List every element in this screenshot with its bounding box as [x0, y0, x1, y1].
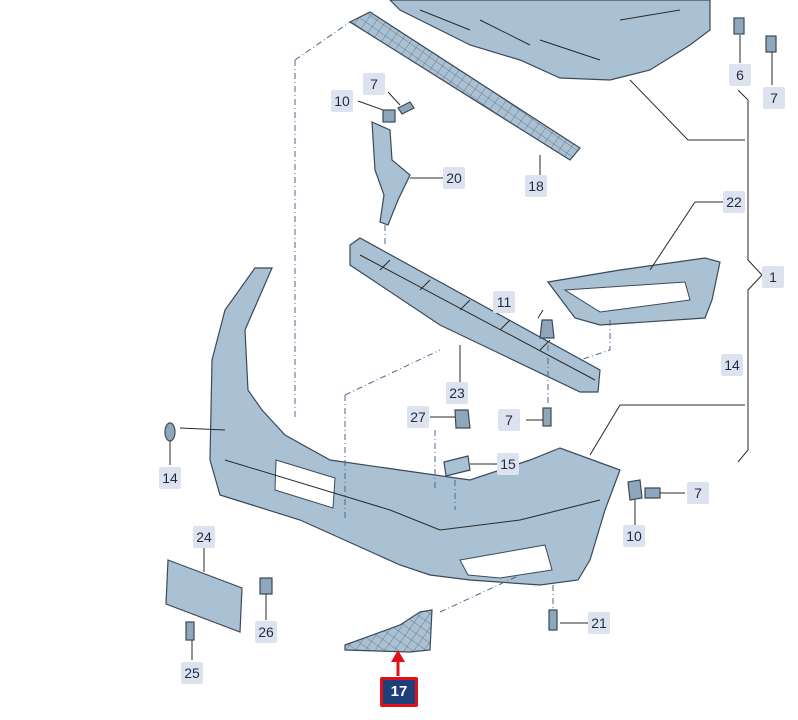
- plate-holder-part-24: [165, 559, 243, 633]
- callout-15[interactable]: 15: [497, 453, 519, 475]
- leader-line-22: [649, 201, 725, 271]
- reinforcement-part-23: [349, 237, 601, 393]
- carrier-detail: [419, 9, 681, 61]
- callout-18[interactable]: 18: [525, 175, 547, 197]
- grille-insert-part-17: [344, 609, 433, 653]
- callout-26[interactable]: 26: [255, 621, 277, 643]
- bolt-part-7-top: [765, 35, 777, 53]
- bolt-part-21: [548, 609, 558, 631]
- leader-line-11: [537, 309, 544, 319]
- callout-14[interactable]: 14: [721, 354, 743, 376]
- highlight-arrow-head: [391, 650, 405, 662]
- assembly-line: [344, 349, 441, 396]
- callout-7[interactable]: 7: [363, 73, 385, 95]
- callout-22[interactable]: 22: [723, 191, 745, 213]
- bumper-crease: [224, 459, 601, 531]
- bracket-part-20: [371, 121, 411, 226]
- callout-17-highlighted[interactable]: 17: [380, 677, 418, 707]
- assembly-line: [579, 320, 611, 361]
- callout-6[interactable]: 6: [729, 64, 751, 86]
- lamp-frame-opening: [563, 281, 691, 313]
- callout-1[interactable]: 1: [762, 266, 784, 288]
- bolt-part-6: [733, 17, 745, 35]
- bolt-part-7-mid: [542, 407, 552, 427]
- fog-lamp-opening: [459, 544, 553, 579]
- bolt-part-7: [397, 101, 415, 115]
- callout-25[interactable]: 25: [181, 662, 203, 684]
- callout-27[interactable]: 27: [407, 406, 429, 428]
- callout-7[interactable]: 7: [498, 409, 520, 431]
- reinforcement-detail: [359, 254, 596, 381]
- cover-part-15: [443, 455, 471, 477]
- leader-line-14b: [179, 427, 226, 431]
- callout-21[interactable]: 21: [588, 612, 610, 634]
- grille-part-18: [348, 11, 581, 161]
- callout-7[interactable]: 7: [687, 482, 709, 504]
- callout-7[interactable]: 7: [763, 87, 785, 109]
- callout-23[interactable]: 23: [446, 382, 468, 404]
- bumper-cover: [209, 267, 621, 586]
- clip-part-11: [539, 319, 555, 339]
- assembly-line: [439, 574, 521, 613]
- callout-20[interactable]: 20: [443, 167, 465, 189]
- leader-line-10: [357, 100, 384, 111]
- leader-line: [629, 79, 745, 141]
- callout-10[interactable]: 10: [623, 525, 645, 547]
- group-bracket-1: [737, 89, 763, 463]
- callout-11[interactable]: 11: [493, 291, 515, 313]
- clip-part-10-right: [627, 479, 643, 501]
- clip-part-10: [382, 109, 396, 123]
- leader-line-7: [387, 91, 401, 106]
- callout-24[interactable]: 24: [193, 526, 215, 548]
- bumper-carrier-top: [389, 0, 711, 81]
- callout-10[interactable]: 10: [331, 90, 353, 112]
- bolt-part-7-right: [644, 487, 661, 499]
- leader-line: [589, 404, 621, 456]
- clip-part-26: [259, 577, 273, 595]
- callout-14[interactable]: 14: [159, 467, 181, 489]
- clip-part-27: [454, 409, 471, 429]
- grommet-part-14: [164, 422, 176, 442]
- assembly-line: [294, 21, 351, 61]
- bolt-part-25: [185, 621, 195, 641]
